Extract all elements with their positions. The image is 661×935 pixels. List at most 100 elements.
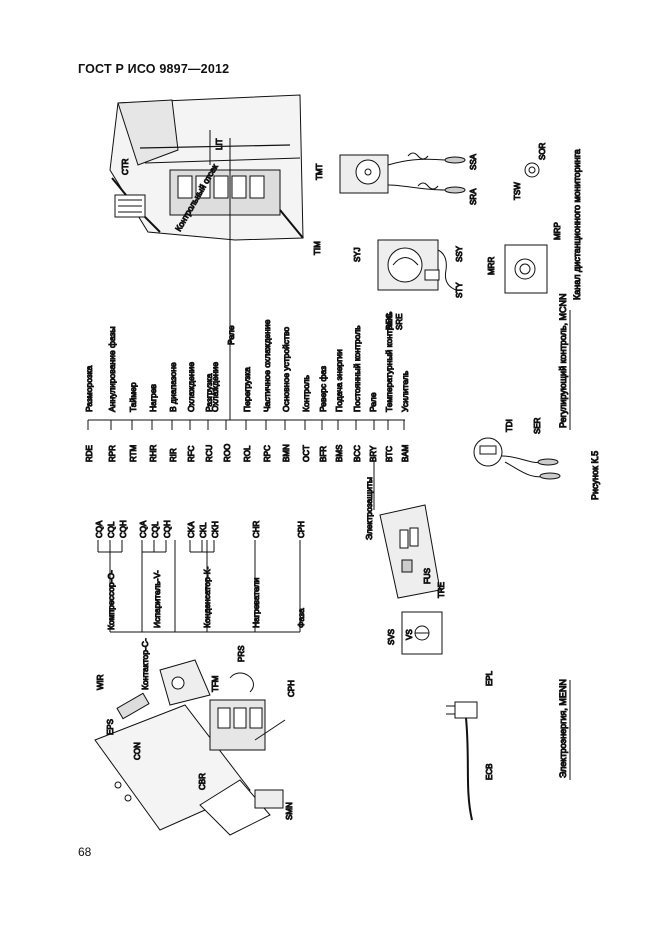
callout-syj: SYJ bbox=[353, 247, 362, 262]
code-btc: BTC bbox=[385, 446, 394, 462]
code-rfc: RFC bbox=[187, 445, 196, 462]
callout-eps: EPS bbox=[106, 719, 115, 735]
code-rde: RDE bbox=[85, 445, 94, 462]
page-number: 68 bbox=[78, 845, 92, 859]
callout-ecb: ECB bbox=[485, 764, 494, 780]
code-rol: ROL bbox=[243, 445, 252, 462]
code-bry: BRY bbox=[369, 445, 378, 462]
callout-tim: TIM bbox=[313, 241, 322, 255]
protection-label: Электрозащиты bbox=[364, 477, 374, 540]
label-rir: В диапазоне bbox=[168, 362, 178, 412]
callout-ssa: SSA bbox=[469, 153, 478, 170]
label-bam: Усилитель bbox=[400, 370, 410, 412]
code-cql-2: CQL bbox=[151, 521, 160, 538]
label-bcc: Постоянный контроль bbox=[352, 325, 362, 412]
code-rtm: RTM bbox=[129, 444, 138, 462]
code-cka: CKA bbox=[187, 521, 196, 538]
code-rhr: RHR bbox=[149, 444, 158, 462]
label-bmn: Основное устройство bbox=[281, 327, 291, 412]
callout-vs: VS bbox=[405, 629, 414, 640]
code-cqh-1: CQH bbox=[119, 520, 128, 538]
label-rfc: Охлаждение bbox=[186, 362, 196, 412]
callout-cbr: CBR bbox=[198, 773, 207, 790]
label-roo: Охлаждение bbox=[210, 362, 220, 412]
control-items-lower bbox=[284, 420, 405, 430]
code-cqa-1: CQA bbox=[95, 520, 104, 538]
callout-svs: SVS bbox=[387, 629, 396, 645]
code-rcu: RCU bbox=[205, 444, 214, 462]
callout-prs: PRS bbox=[237, 646, 246, 662]
monitoring-channel-icon bbox=[504, 244, 548, 294]
code-bam: BAM bbox=[401, 444, 410, 462]
callout-sty: STY bbox=[455, 282, 464, 298]
contactor-label: Контактор-С- bbox=[140, 638, 150, 690]
power-group-label: Электроэнергия, MENN bbox=[558, 679, 568, 778]
figure-caption: Рисунок К.5 bbox=[590, 451, 600, 500]
callout-sra: SRA bbox=[469, 188, 478, 205]
component-evaporator: Испаритель-V- bbox=[152, 570, 162, 628]
label-rde: Разморозка bbox=[84, 365, 94, 412]
callout-ssy: SSY bbox=[455, 245, 464, 262]
recorder-icon bbox=[377, 239, 457, 291]
label-rpr: Аннулирование фазы bbox=[107, 326, 117, 412]
code-cqa-2: CQA bbox=[139, 520, 148, 538]
callout-wir: WIR bbox=[96, 674, 105, 690]
callout-con: CON bbox=[133, 742, 142, 760]
callout-lit: LIT bbox=[215, 138, 224, 150]
label-rhr: Нагрев bbox=[148, 384, 158, 412]
callout-ser: SER bbox=[533, 417, 542, 434]
callout-ctr: CTR bbox=[121, 158, 130, 175]
label-oct: Контроль bbox=[301, 375, 311, 412]
control-group-label: Регулирующий контроль, MCNN bbox=[558, 294, 568, 428]
code-bms: BMS bbox=[335, 445, 344, 462]
callout-cph: CPH bbox=[287, 680, 296, 697]
code-bfr: BFR bbox=[319, 446, 328, 462]
code-chr: CHR bbox=[252, 520, 261, 538]
component-phase: Фаза bbox=[296, 608, 306, 628]
callout-sor: SOR bbox=[538, 142, 547, 160]
code-cql-1: CQL bbox=[107, 521, 116, 538]
bus-lines bbox=[88, 360, 405, 633]
label-relay-top: Реле bbox=[226, 325, 236, 345]
code-rpr: RPR bbox=[108, 445, 117, 462]
thermostat-icon bbox=[339, 152, 466, 194]
code-bcc: BCC bbox=[353, 445, 362, 462]
label-btc: Температурный контроль bbox=[384, 311, 394, 412]
code-oct: OCT bbox=[302, 445, 311, 462]
power-block-drawing bbox=[94, 659, 286, 836]
component-ticks bbox=[97, 540, 215, 553]
component-heaters: Нагреватели bbox=[251, 577, 261, 628]
callout-tdi: TDI bbox=[505, 419, 514, 432]
callout-mrr: MRR bbox=[487, 257, 496, 275]
callout-mrp: MRP bbox=[553, 222, 562, 240]
component-compressor: Компрессор-О- bbox=[106, 570, 116, 630]
page-header: ГОСТ Р ИСО 9897—2012 bbox=[78, 62, 230, 76]
label-rpc: Частичное охлаждение bbox=[262, 319, 272, 412]
code-cqh-2: CQH bbox=[163, 520, 172, 538]
callout-rec: REC bbox=[385, 313, 394, 330]
callout-sre: SRE bbox=[395, 314, 404, 330]
code-cph: CPH bbox=[297, 521, 306, 538]
callout-tmt: TMT bbox=[315, 163, 324, 180]
callout-tsw: TSW bbox=[513, 182, 522, 200]
component-condenser: Конденсатор-К- bbox=[202, 566, 212, 628]
code-roo: ROO bbox=[223, 444, 232, 462]
label-rtm: Таймер bbox=[128, 382, 138, 412]
label-rcu: Разгрузка bbox=[204, 373, 214, 412]
label-bfr: Реверс фаз bbox=[318, 366, 328, 412]
callout-fus: FUS bbox=[423, 568, 432, 584]
callout-epl: EPL bbox=[485, 670, 494, 686]
voltage-selector-icon bbox=[401, 611, 443, 655]
callout-smn: SMN bbox=[285, 802, 294, 820]
code-rpc: RPC bbox=[263, 445, 272, 462]
protection-board-icon bbox=[379, 504, 441, 599]
callout-tre: TRE bbox=[437, 582, 446, 598]
code-ckl: CKL bbox=[199, 522, 208, 538]
label-bry: Реле bbox=[368, 392, 378, 412]
power-cable-icon bbox=[446, 701, 478, 821]
temperature-switch-icon bbox=[524, 162, 540, 178]
code-bmn: BMN bbox=[282, 444, 291, 462]
code-rir: RIR bbox=[169, 448, 178, 462]
label-bms: Подача энергии bbox=[334, 349, 344, 412]
